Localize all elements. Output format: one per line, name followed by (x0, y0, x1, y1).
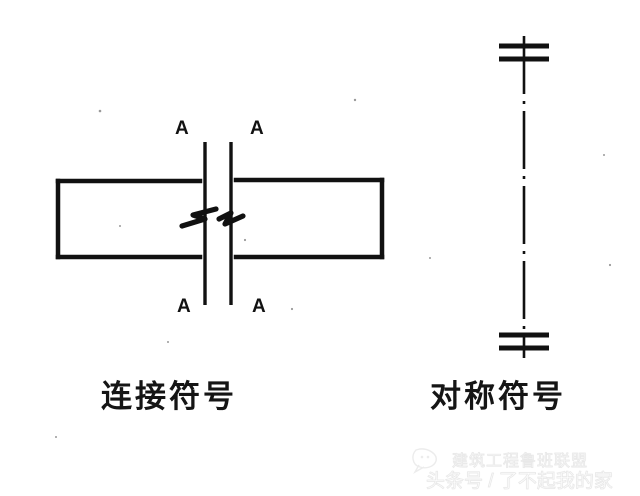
section-letter-top-right: A (250, 118, 264, 139)
caption-symmetry-symbol: 对称符号 (430, 379, 566, 414)
section-letter-bottom-right: A (252, 296, 266, 317)
section-letter-bottom-left: A (177, 296, 191, 317)
break-mark-left (179, 206, 219, 229)
symmetry-symbol-figure (499, 36, 549, 358)
right-rectangle (233, 177, 385, 260)
scan-speckles (55, 98, 612, 438)
break-mark-right (216, 210, 246, 227)
left-rectangle (55, 178, 203, 260)
section-letter-top-left: A (175, 118, 189, 139)
symmetry-ticks-bottom (499, 332, 549, 351)
caption-connection-symbol: 连接符号 (101, 379, 237, 414)
symmetry-ticks-top (499, 43, 549, 62)
connection-symbol-figure (55, 142, 385, 305)
